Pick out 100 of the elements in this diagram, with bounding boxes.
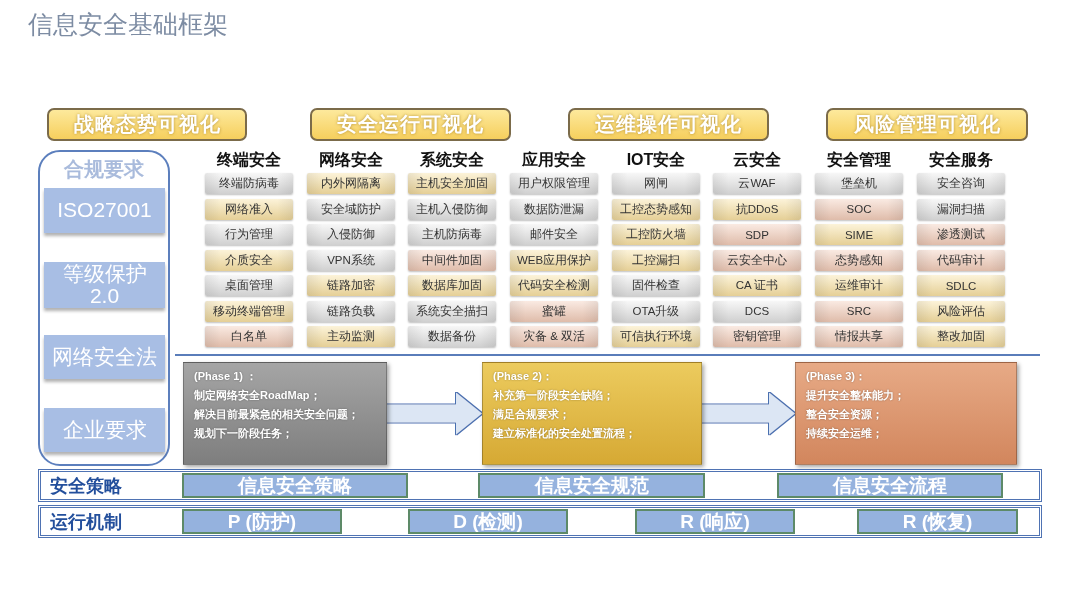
capability-tile: 白名单 <box>205 326 293 347</box>
phase-step: 解决目前最紧急的相关安全问题； <box>194 405 359 424</box>
phase-label: (Phase 1) ： <box>194 369 257 384</box>
capability-tile: SDLC <box>917 275 1005 296</box>
visualization-banner: 战略态势可视化 <box>47 108 247 141</box>
visualization-banner: 安全运行可视化 <box>310 108 511 141</box>
capability-tile: 主机入侵防御 <box>408 198 496 220</box>
phase-step: 补充第一阶段安全缺陷； <box>493 386 614 405</box>
capability-tile: 终端防病毒 <box>205 173 293 194</box>
column-heading: 安全管理 <box>826 150 892 170</box>
band-heading: 安全策略 <box>50 474 122 498</box>
framework-tile: P (防护) <box>182 509 342 534</box>
capability-tile: 数据库加固 <box>408 275 496 296</box>
capability-tile: 入侵防御 <box>307 224 395 245</box>
capability-tile: 网络准入 <box>205 198 293 220</box>
capability-tile: 安全咨询 <box>917 173 1005 194</box>
phase-step: 整合安全资源； <box>806 405 883 424</box>
capability-tile: 代码安全检测 <box>510 275 598 296</box>
column-heading: 网络安全 <box>318 150 384 170</box>
capability-tile: WEB应用保护 <box>510 249 598 271</box>
block-arrow <box>387 392 482 435</box>
capability-tile: 云安全中心 <box>713 249 801 271</box>
capability-tile: DCS <box>713 300 801 322</box>
framework-tile: 信息安全策略 <box>182 473 408 498</box>
framework-tile: R (响应) <box>635 509 795 534</box>
capability-tile: 整改加固 <box>917 326 1005 347</box>
capability-tile: 桌面管理 <box>205 275 293 296</box>
capability-tile: 渗透测试 <box>917 224 1005 245</box>
capability-tile: 主机防病毒 <box>408 224 496 245</box>
phase-card <box>795 362 1017 465</box>
framework-tile: R (恢复) <box>857 509 1018 534</box>
framework-tile: 信息安全流程 <box>777 473 1003 498</box>
column-heading: 云安全 <box>732 150 782 170</box>
phase-label: (Phase 2)： <box>493 369 553 384</box>
capability-tile: 行为管理 <box>205 224 293 245</box>
phase-step: 满足合规要求； <box>493 405 570 424</box>
capability-tile: 主动监测 <box>307 326 395 347</box>
phase-card <box>482 362 702 465</box>
block-arrow <box>702 392 795 435</box>
capability-tile: 工控态势感知 <box>612 198 700 220</box>
framework-band <box>38 505 1042 538</box>
phase-step: 规划下一阶段任务； <box>194 424 293 443</box>
phase-step: 持续安全运维； <box>806 424 883 443</box>
capability-tile: 灾备 & 双活 <box>510 326 598 347</box>
capability-tile: 内外网隔离 <box>307 173 395 194</box>
capability-tile: VPN系统 <box>307 249 395 271</box>
column-heading: 系统安全 <box>419 150 485 170</box>
capability-tile: 数据备份 <box>408 326 496 347</box>
column-heading: 安全服务 <box>928 150 994 170</box>
capability-tile: CA 证书 <box>713 275 801 296</box>
capability-tile: 中间件加固 <box>408 249 496 271</box>
capability-tile: SRC <box>815 300 903 322</box>
band-heading: 运行机制 <box>50 510 122 534</box>
compliance-tile: 网络安全法 <box>44 335 165 379</box>
capability-tile: 漏洞扫描 <box>917 198 1005 220</box>
framework-tile: D (检测) <box>408 509 568 534</box>
capability-tile: 工控防火墙 <box>612 224 700 245</box>
compliance-tile: 企业要求 <box>44 408 165 452</box>
capability-tile: 云WAF <box>713 173 801 194</box>
column-heading: 应用安全 <box>521 150 587 170</box>
capability-tile: 运维审计 <box>815 275 903 296</box>
capability-tile: SOC <box>815 198 903 220</box>
phase-label: (Phase 3)： <box>806 369 866 384</box>
compliance-tile: 等级保护 2.0 <box>44 262 165 308</box>
capability-tile: 网闸 <box>612 173 700 194</box>
column-heading: IOT安全 <box>625 150 687 170</box>
phase-step: 建立标准化的安全处置流程； <box>493 424 636 443</box>
capability-tile: 可信执行环境 <box>612 326 700 347</box>
capability-tile: 抗DDoS <box>713 198 801 220</box>
capability-tile: 数据防泄漏 <box>510 198 598 220</box>
compliance-panel <box>38 150 170 466</box>
panel-heading: 合规要求 <box>64 157 144 182</box>
capability-tile: 情报共享 <box>815 326 903 347</box>
capability-tile: 堡垒机 <box>815 173 903 194</box>
phase-step: 制定网络安全RoadMap； <box>194 386 321 405</box>
capability-tile: 工控漏扫 <box>612 249 700 271</box>
capability-tile: 密钥管理 <box>713 326 801 347</box>
capability-tile: 邮件安全 <box>510 224 598 245</box>
capability-tile: 移动终端管理 <box>205 300 293 322</box>
capability-tile: 蜜罐 <box>510 300 598 322</box>
capability-tile: 固件检查 <box>612 275 700 296</box>
capability-tile: 代码审计 <box>917 249 1005 271</box>
visualization-banner: 运维操作可视化 <box>568 108 769 141</box>
capability-tile: 风险评估 <box>917 300 1005 322</box>
page-title: 信息安全基础框架 <box>28 9 228 40</box>
capability-tile: 态势感知 <box>815 249 903 271</box>
phase-step: 提升安全整体能力； <box>806 386 905 405</box>
capability-tile: 主机安全加固 <box>408 173 496 194</box>
framework-tile: 信息安全规范 <box>478 473 705 498</box>
capability-tile: 系统安全描扫 <box>408 300 496 322</box>
capability-tile: 链路加密 <box>307 275 395 296</box>
capability-tile: SIME <box>815 224 903 245</box>
capability-tile: SDP <box>713 224 801 245</box>
capability-tile: 链路负载 <box>307 300 395 322</box>
visualization-banner: 风险管理可视化 <box>826 108 1028 141</box>
capability-tile: 介质安全 <box>205 249 293 271</box>
column-heading: 终端安全 <box>216 150 282 170</box>
capability-tile: OTA升级 <box>612 300 700 322</box>
compliance-tile: ISO27001 <box>44 188 165 233</box>
capability-tile: 用户权限管理 <box>510 173 598 194</box>
